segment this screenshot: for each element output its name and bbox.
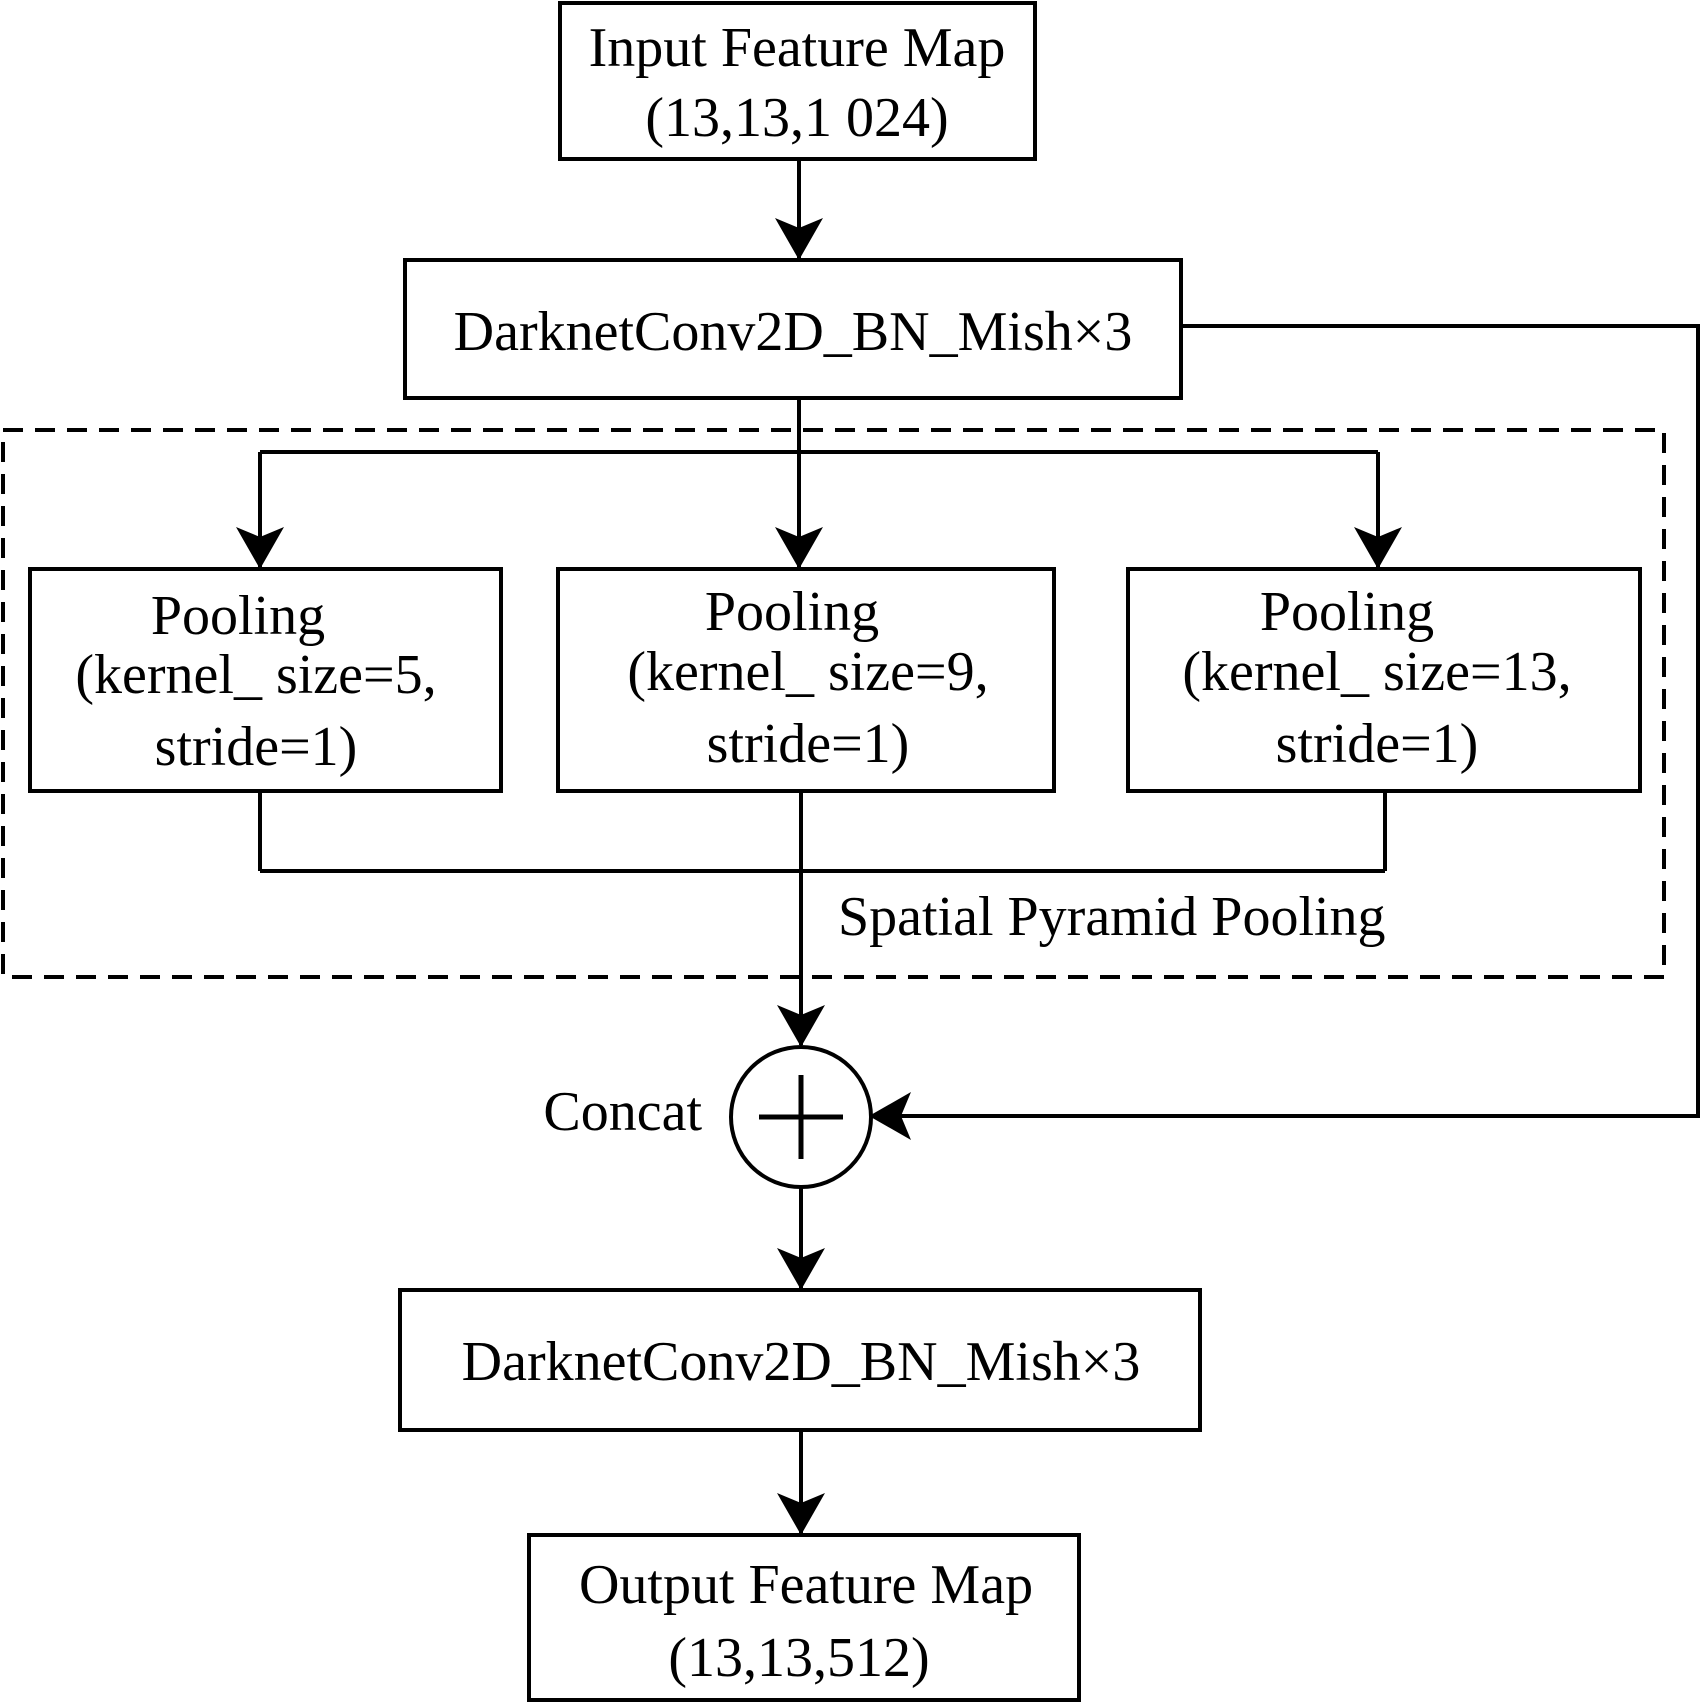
pooling-k13-title: Pooling (1260, 581, 1434, 643)
input-feature-map-shape: (13,13,1 024) (645, 87, 948, 149)
pooling-k9-kernel: (kernel_ size=9, (627, 641, 988, 703)
concat-node: Concat (543, 1045, 873, 1189)
input-feature-map-node: Input Feature Map (13,13,1 024) (558, 1, 1037, 161)
pooling-k13-stride: stride=1) (1276, 713, 1479, 775)
pooling-k13-node: Pooling (kernel_ size=13, stride=1) (1126, 567, 1642, 793)
pooling-k5-kernel: (kernel_ size=5, (75, 644, 436, 706)
spp-group-border (1, 428, 1666, 979)
output-feature-map-title: Output Feature Map (579, 1554, 1033, 1616)
pooling-k13-kernel: (kernel_ size=13, (1182, 641, 1571, 703)
arrow-skip-to-concat (869, 324, 1700, 1140)
output-feature-map-node: Output Feature Map (13,13,512) (527, 1533, 1081, 1702)
pooling-k9-node: Pooling (kernel_ size=9, stride=1) (556, 567, 1056, 793)
output-feature-map-shape: (13,13,512) (668, 1627, 929, 1689)
input-feature-map-box (558, 1, 1037, 161)
pooling-k13-box (1126, 567, 1642, 793)
conv-block-bottom-box (398, 1288, 1202, 1432)
conv-block-top: DarknetConv2D_BN_Mish×3 (403, 258, 1183, 400)
pooling-k9-box (556, 567, 1056, 793)
concat-label: Concat (543, 1081, 702, 1143)
pooling-k5-title: Pooling (151, 585, 325, 647)
conv-block-bottom-label: DarknetConv2D_BN_Mish×3 (462, 1331, 1141, 1393)
spp-group-label: Spatial Pyramid Pooling (838, 886, 1386, 948)
pooling-k5-node: Pooling (kernel_ size=5, stride=1) (28, 567, 503, 793)
conv-block-bottom: DarknetConv2D_BN_Mish×3 (398, 1288, 1202, 1432)
conv-block-top-box (403, 258, 1183, 400)
pooling-k5-box (28, 567, 503, 793)
input-feature-map-title: Input Feature Map (589, 17, 1006, 79)
pooling-k5-stride: stride=1) (155, 716, 358, 778)
conv-block-top-label: DarknetConv2D_BN_Mish×3 (454, 301, 1133, 363)
connectors (236, 159, 1700, 1535)
output-feature-map-box (527, 1533, 1081, 1702)
pooling-k9-title: Pooling (705, 581, 879, 643)
pooling-k9-stride: stride=1) (707, 713, 910, 775)
